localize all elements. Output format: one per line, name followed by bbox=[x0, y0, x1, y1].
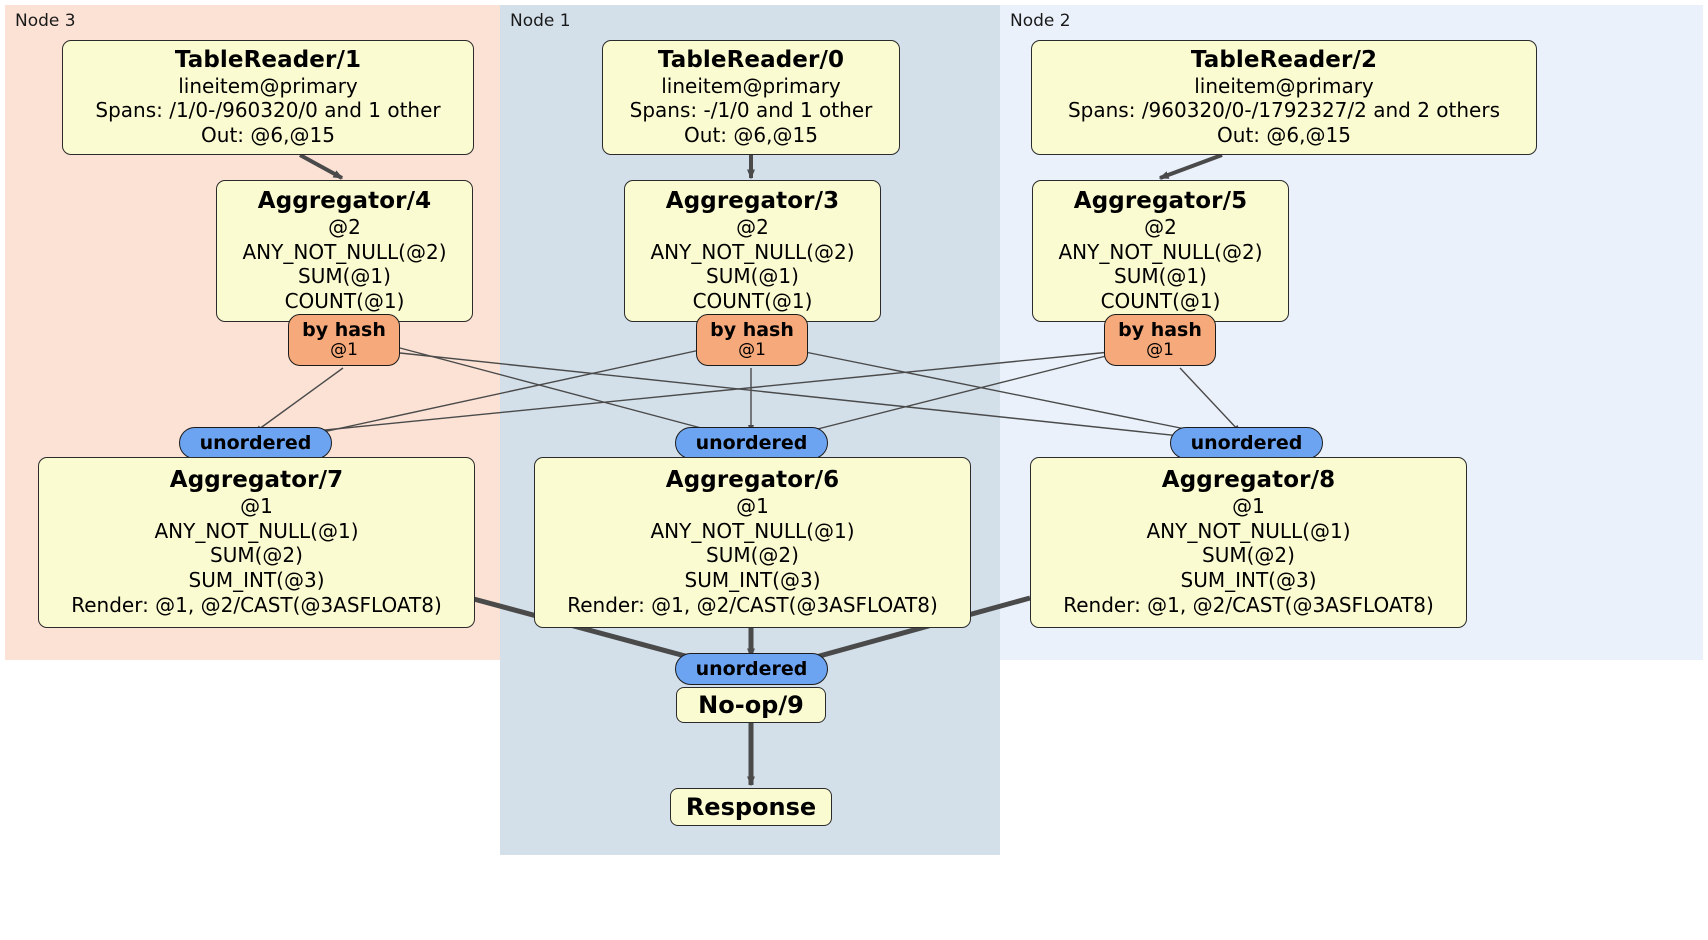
synchronizer-unordered-final[interactable]: unordered bbox=[675, 653, 828, 685]
processor-title: TableReader/0 bbox=[657, 46, 845, 73]
processor-detail-line: @2 bbox=[328, 214, 361, 239]
processor-detail-line: Spans: /1/0-/960320/0 and 1 other bbox=[95, 98, 441, 123]
processor-title: Aggregator/8 bbox=[1161, 467, 1336, 494]
processor-detail-line: ANY_NOT_NULL(@1) bbox=[1146, 518, 1351, 543]
processor-detail-line: COUNT(@1) bbox=[284, 289, 405, 314]
node-label-node2: Node 2 bbox=[1010, 11, 1071, 31]
processor-detail-line: Out: @6,@15 bbox=[684, 123, 818, 148]
hash-router-column: @1 bbox=[330, 340, 358, 361]
hash-router-label: by hash bbox=[710, 319, 794, 342]
processor-render-line: Render: @1, @2/CAST(@3ASFLOAT8) bbox=[71, 593, 442, 618]
processor-detail-line: COUNT(@1) bbox=[692, 289, 813, 314]
processor-detail-line: @1 bbox=[736, 493, 769, 518]
processor-detail-line: lineitem@primary bbox=[661, 73, 841, 98]
processor-detail-line: SUM(@1) bbox=[706, 264, 799, 289]
processor-render-line: Render: @1, @2/CAST(@3ASFLOAT8) bbox=[567, 593, 938, 618]
processor-title: No-op/9 bbox=[698, 691, 804, 719]
processor-detail-line: Spans: -/1/0 and 1 other bbox=[629, 98, 873, 123]
processor-render-line: Render: @1, @2/CAST(@3ASFLOAT8) bbox=[1063, 593, 1434, 618]
processor-title: Aggregator/5 bbox=[1073, 188, 1248, 215]
synchronizer-label: unordered bbox=[695, 431, 808, 454]
processor-detail-line: ANY_NOT_NULL(@1) bbox=[154, 518, 359, 543]
processor-detail-line: lineitem@primary bbox=[1194, 73, 1374, 98]
processor-title: Aggregator/3 bbox=[665, 188, 840, 215]
processor-detail-line: ANY_NOT_NULL(@2) bbox=[650, 239, 855, 264]
processor-title: TableReader/2 bbox=[1190, 46, 1378, 73]
synchronizer-unordered-center[interactable]: unordered bbox=[675, 427, 828, 459]
processor-detail-line: COUNT(@1) bbox=[1100, 289, 1221, 314]
processor-detail-line: ANY_NOT_NULL(@1) bbox=[650, 518, 855, 543]
processor-title: Response bbox=[685, 793, 817, 821]
synchronizer-label: unordered bbox=[1190, 431, 1303, 454]
synchronizer-unordered-left[interactable]: unordered bbox=[179, 427, 332, 459]
hash-router-label: by hash bbox=[302, 319, 386, 342]
node-label-node1: Node 1 bbox=[510, 11, 571, 31]
hash-router-right[interactable]: by hash @1 bbox=[1104, 314, 1216, 366]
hash-router-column: @1 bbox=[1146, 340, 1174, 361]
processor-table-reader-2[interactable]: TableReader/2 lineitem@primary Spans: /9… bbox=[1031, 40, 1537, 155]
hash-router-label: by hash bbox=[1118, 319, 1202, 342]
processor-table-reader-0[interactable]: TableReader/0 lineitem@primary Spans: -/… bbox=[602, 40, 900, 155]
synchronizer-label: unordered bbox=[695, 657, 808, 680]
processor-title: Aggregator/4 bbox=[257, 188, 432, 215]
processor-title: Aggregator/6 bbox=[665, 467, 840, 494]
processor-aggregator-3[interactable]: Aggregator/3 @2 ANY_NOT_NULL(@2) SUM(@1)… bbox=[624, 180, 881, 322]
processor-detail-line: SUM(@2) bbox=[210, 543, 303, 568]
processor-aggregator-5[interactable]: Aggregator/5 @2 ANY_NOT_NULL(@2) SUM(@1)… bbox=[1032, 180, 1289, 322]
hash-router-column: @1 bbox=[738, 340, 766, 361]
processor-aggregator-6[interactable]: Aggregator/6 @1 ANY_NOT_NULL(@1) SUM(@2)… bbox=[534, 457, 971, 628]
hash-router-left[interactable]: by hash @1 bbox=[288, 314, 400, 366]
processor-detail-line: SUM(@1) bbox=[298, 264, 391, 289]
processor-table-reader-1[interactable]: TableReader/1 lineitem@primary Spans: /1… bbox=[62, 40, 474, 155]
node-label-node3: Node 3 bbox=[15, 11, 76, 31]
synchronizer-unordered-right[interactable]: unordered bbox=[1170, 427, 1323, 459]
processor-detail-line: @1 bbox=[1232, 493, 1265, 518]
hash-router-center[interactable]: by hash @1 bbox=[696, 314, 808, 366]
processor-title: TableReader/1 bbox=[174, 46, 362, 73]
processor-detail-line: SUM(@1) bbox=[1114, 264, 1207, 289]
processor-aggregator-7[interactable]: Aggregator/7 @1 ANY_NOT_NULL(@1) SUM(@2)… bbox=[38, 457, 475, 628]
processor-detail-line: SUM(@2) bbox=[1202, 543, 1295, 568]
synchronizer-label: unordered bbox=[199, 431, 312, 454]
processor-detail-line: @1 bbox=[240, 493, 273, 518]
processor-detail-line: ANY_NOT_NULL(@2) bbox=[1058, 239, 1263, 264]
processor-detail-line: ANY_NOT_NULL(@2) bbox=[242, 239, 447, 264]
processor-detail-line: SUM(@2) bbox=[706, 543, 799, 568]
processor-aggregator-8[interactable]: Aggregator/8 @1 ANY_NOT_NULL(@1) SUM(@2)… bbox=[1030, 457, 1467, 628]
processor-detail-line: Out: @6,@15 bbox=[201, 123, 335, 148]
processor-detail-line: SUM_INT(@3) bbox=[684, 568, 821, 593]
processor-detail-line: lineitem@primary bbox=[178, 73, 358, 98]
processor-detail-line: Spans: /960320/0-/1792327/2 and 2 others bbox=[1067, 98, 1500, 123]
processor-detail-line: Out: @6,@15 bbox=[1217, 123, 1351, 148]
processor-detail-line: SUM_INT(@3) bbox=[188, 568, 325, 593]
processor-response[interactable]: Response bbox=[670, 788, 832, 826]
processor-noop-9[interactable]: No-op/9 bbox=[676, 687, 826, 723]
processor-title: Aggregator/7 bbox=[169, 467, 344, 494]
processor-detail-line: @2 bbox=[1144, 214, 1177, 239]
processor-detail-line: @2 bbox=[736, 214, 769, 239]
processor-detail-line: SUM_INT(@3) bbox=[1180, 568, 1317, 593]
processor-aggregator-4[interactable]: Aggregator/4 @2 ANY_NOT_NULL(@2) SUM(@1)… bbox=[216, 180, 473, 322]
